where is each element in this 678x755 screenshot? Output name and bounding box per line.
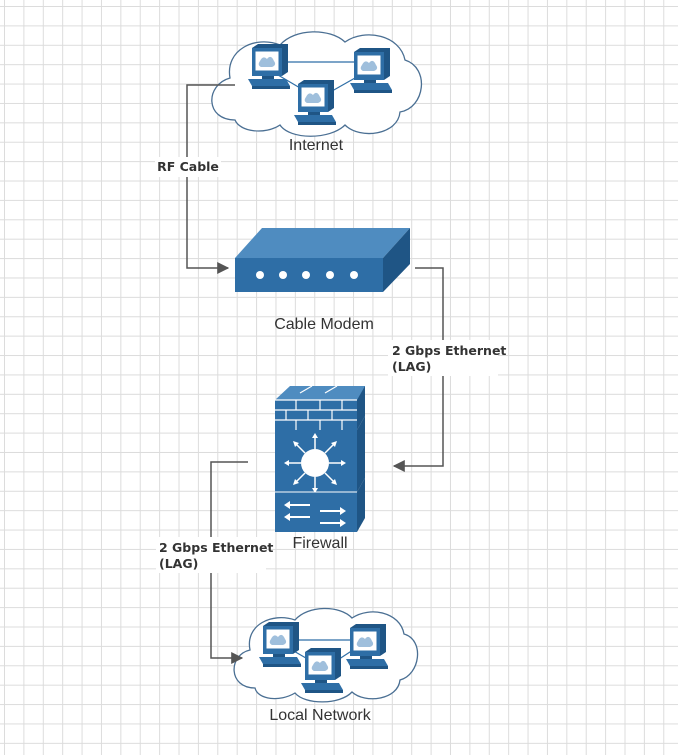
internet-computer-right <box>350 48 392 93</box>
firewall-label: Firewall <box>292 535 347 552</box>
internet-cloud[interactable]: Internet <box>211 31 422 154</box>
local-computer-right <box>346 624 388 669</box>
firewall-local-label-line1: 2 Gbps Ethernet <box>159 540 273 555</box>
edge-label-bg <box>388 340 498 376</box>
edge-modem-to-firewall[interactable]: 2 Gbps Ethernet (LAG) <box>388 267 506 472</box>
internet-computer-center <box>294 80 336 125</box>
firewall-icon <box>275 385 365 532</box>
firewall[interactable]: Firewall <box>275 385 365 552</box>
edge-firewall-to-local[interactable]: 2 Gbps Ethernet (LAG) <box>156 461 273 664</box>
cable-modem-label: Cable Modem <box>274 316 374 333</box>
internet-label: Internet <box>289 137 344 154</box>
edge-rf-cable[interactable]: RF Cable <box>155 84 235 274</box>
rf-cable-label: RF Cable <box>157 159 219 174</box>
local-computer-center <box>301 648 343 693</box>
firewall-local-label-line2: (LAG) <box>159 556 198 571</box>
local-network-cloud[interactable]: Local Network <box>233 607 419 724</box>
modem-firewall-label-line1: 2 Gbps Ethernet <box>392 343 506 358</box>
modem-icon <box>235 228 410 292</box>
local-network-label: Local Network <box>269 707 371 724</box>
edge-label-bg <box>156 537 266 573</box>
modem-firewall-label-line2: (LAG) <box>392 359 431 374</box>
cable-modem[interactable]: Cable Modem <box>235 228 410 333</box>
edge-label-bg <box>155 157 221 177</box>
